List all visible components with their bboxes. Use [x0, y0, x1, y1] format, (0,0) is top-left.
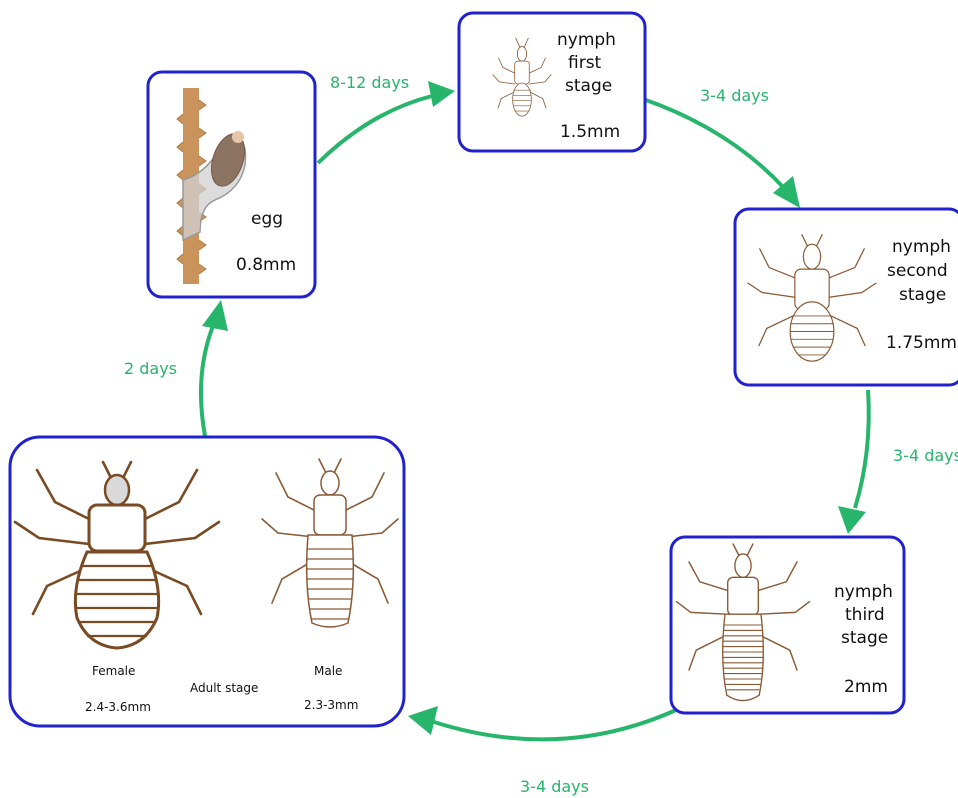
arrowhead-nymph3-to-adult [408, 706, 438, 735]
arrow-adult-to-egg [201, 326, 213, 436]
adult-stage-label: Adult stage [190, 681, 258, 695]
female-size: 2.4-3.6mm [85, 700, 151, 714]
duration-nymph3-to-adult: 3-4 days [520, 777, 589, 796]
nymph2-line2: second [887, 261, 948, 281]
arrowhead-nymph2-to-nymph3 [838, 506, 866, 534]
arrowhead-adult-to-egg [202, 300, 228, 331]
arrowhead-egg-to-nymph1 [428, 81, 455, 107]
egg-stage: egg 0.8mm [148, 72, 315, 297]
nymph2-stage: nymph second stage 1.75mm [735, 209, 958, 385]
nymph1-size: 1.5mm [560, 122, 620, 142]
arrow-nymph2-to-nymph3 [855, 390, 869, 508]
nymph1-line3: stage [565, 76, 612, 96]
nymph1-line2: first [568, 53, 602, 73]
nymph2-line1: nymph [892, 237, 951, 257]
female-label: Female [92, 664, 135, 678]
nymph2-size: 1.75mm [886, 333, 957, 353]
nymph1-line1: nymph [557, 30, 616, 50]
nymph1-stage: nymph first stage 1.5mm [459, 13, 645, 151]
arrow-nymph3-to-adult [434, 710, 676, 739]
arrow-egg-to-nymph1 [318, 96, 432, 163]
nymph3-line3: stage [841, 628, 888, 648]
egg-size: 0.8mm [236, 255, 296, 275]
nymph3-size: 2mm [844, 677, 888, 697]
duration-nymph2-to-nymph3: 3-4 days [893, 446, 958, 465]
nymph3-line1: nymph [834, 582, 893, 602]
arrow-nymph1-to-nymph2 [646, 100, 784, 188]
duration-nymph1-to-nymph2: 3-4 days [700, 86, 769, 105]
nymph2-line3: stage [899, 285, 946, 305]
adult-stage: Female 2.4-3.6mm Adult stage Male 2.3-3m… [10, 437, 404, 726]
duration-egg-to-nymph1: 8-12 days [330, 73, 409, 92]
egg-name: egg [251, 209, 283, 229]
duration-adult-to-egg: 2 days [124, 359, 177, 378]
nymph3-line2: third [845, 605, 885, 625]
male-label: Male [314, 664, 342, 678]
nymph3-stage: nymph third stage 2mm [671, 537, 904, 713]
male-size: 2.3-3mm [304, 698, 358, 712]
